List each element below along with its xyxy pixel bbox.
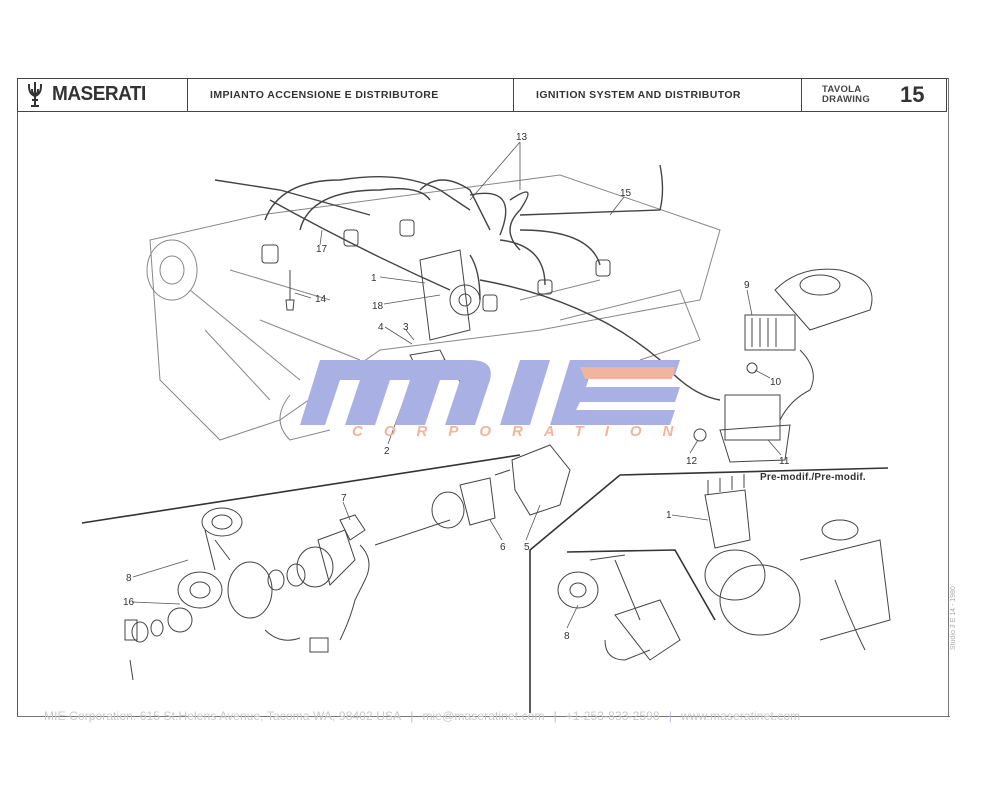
- callout-13: 13: [516, 132, 528, 143]
- callout-6: 6: [500, 542, 506, 553]
- section-divider-lines: [81, 454, 889, 713]
- inset-premodification-parts: [557, 474, 891, 661]
- title-italian: IMPIANTO ACCENSIONE E DISTRIBUTORE: [188, 79, 514, 111]
- callout-16: 16: [123, 597, 135, 608]
- footer-separator: |: [668, 709, 672, 723]
- callout-8: 8: [126, 573, 132, 584]
- footer-contact: MIE Corporation. 615 St.Helens Avenue, T…: [44, 709, 800, 723]
- callout-11: 11: [779, 456, 790, 467]
- footer-phone: +1-253-833-2598: [565, 709, 660, 723]
- spark-plug-boots: [261, 219, 611, 312]
- callout-5: 5: [524, 542, 530, 553]
- engine-block-illustration: [146, 174, 721, 441]
- callout-2: 2: [384, 446, 390, 457]
- callout-9: 9: [744, 280, 750, 291]
- brand-cell: MASERATI: [18, 79, 188, 111]
- callout-18: 18: [372, 301, 384, 312]
- trident-icon: [28, 82, 42, 107]
- brand-logo-text: MASERATI: [52, 83, 146, 106]
- callout-10: 10: [770, 377, 782, 388]
- callout-1-inset: 1: [666, 510, 672, 521]
- drawing-label-it: TAVOLA: [822, 84, 862, 95]
- callout-3: 3: [403, 322, 409, 333]
- watermark-corporation-text: CORPORATION: [352, 423, 695, 440]
- footer-address: MIE Corporation. 615 St.Helens Avenue, T…: [44, 709, 402, 723]
- inset-label: Pre-modif./Pre-modif.: [760, 472, 866, 483]
- footer-website-link[interactable]: www.maseratinet.com: [680, 709, 801, 723]
- drawing-number: 15: [900, 82, 925, 107]
- ignition-leads: [214, 164, 721, 401]
- footer-email-link[interactable]: mie@maseratinet.com: [422, 709, 545, 723]
- title-english: IGNITION SYSTEM AND DISTRIBUTOR: [514, 79, 802, 111]
- drawing-number-cell: TAVOLA DRAWING 15: [802, 79, 946, 111]
- footer-separator: |: [553, 709, 557, 723]
- callout-4: 4: [378, 322, 384, 333]
- callout-14: 14: [315, 294, 327, 305]
- footer-separator: |: [410, 709, 414, 723]
- distributor-exploded-parts: [124, 444, 571, 681]
- callout-7: 7: [341, 493, 347, 504]
- callout-leader-lines: [131, 141, 782, 629]
- studio-note: Studio 3 E 14 - 1980: [950, 586, 957, 650]
- callout-8-inset: 8: [564, 631, 570, 642]
- footer-rule: [17, 716, 950, 717]
- mie-corporation-watermark-logo: [300, 360, 680, 425]
- drawing-label-en: DRAWING: [822, 94, 871, 105]
- callout-15: 15: [620, 188, 632, 199]
- ignition-module: [693, 268, 873, 463]
- title-block: MASERATI IMPIANTO ACCENSIONE E DISTRIBUT…: [17, 78, 947, 112]
- callout-17: 17: [316, 244, 328, 255]
- callout-12: 12: [686, 456, 698, 467]
- callout-1: 1: [371, 273, 377, 284]
- drawing-labels: TAVOLA DRAWING: [822, 85, 870, 105]
